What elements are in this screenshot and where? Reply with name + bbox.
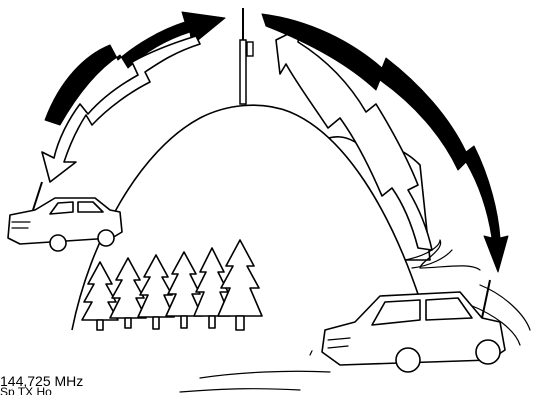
secondary-label: Sp TX Ho bbox=[0, 385, 52, 395]
right-car bbox=[321, 279, 506, 373]
forest bbox=[81, 239, 263, 331]
uplink-arrow-right bbox=[275, 27, 433, 251]
ground-line-lower bbox=[179, 388, 301, 393]
downlink-arrow-left bbox=[41, 35, 201, 183]
frequency-label: 144,725 MHz bbox=[0, 373, 83, 389]
ground-line bbox=[199, 370, 331, 379]
uplink-arrow-black bbox=[44, 11, 226, 126]
downlink-arrow-black bbox=[261, 13, 509, 273]
repeater-tower bbox=[239, 8, 254, 105]
left-car bbox=[7, 181, 123, 252]
